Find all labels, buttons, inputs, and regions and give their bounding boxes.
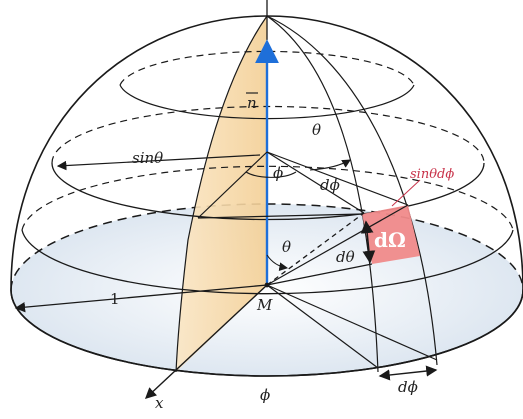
dtheta-arrow — [360, 220, 376, 264]
solid-angle-patch — [362, 205, 420, 264]
base-ellipse-front — [10, 289, 523, 377]
meridian-2 — [266, 15, 438, 366]
latitude-center-line — [266, 151, 365, 214]
label-dphi-top: dϕ — [320, 176, 340, 194]
label-phi-bottom: ϕ — [260, 386, 270, 404]
label-phi-small: ϕ — [273, 164, 283, 182]
sin-theta-radius — [56, 154, 261, 171]
radius-to-base-1 — [266, 284, 379, 369]
dphi-arc-top — [309, 159, 351, 171]
radius-to-patch-3 — [266, 263, 373, 286]
sin-theta-dphi-leader — [391, 179, 421, 207]
dphi-bottom-arrow — [378, 365, 438, 381]
label-d-omega: dΩ — [374, 228, 406, 252]
radius-to-patch-2 — [266, 204, 409, 286]
meridian-left-edge — [175, 15, 268, 373]
label-dtheta: dθ — [336, 248, 355, 266]
label-one: 1 — [110, 290, 120, 308]
radius-one — [14, 284, 268, 313]
label-dphi-bottom: dϕ — [398, 378, 418, 396]
label-theta-top: θ — [312, 121, 321, 139]
theta-arc-mid — [266, 254, 289, 272]
center-point-m — [264, 282, 270, 288]
meridian-plane — [176, 16, 267, 372]
phi-arc-top — [245, 171, 297, 178]
label-m: M — [256, 296, 273, 314]
x-axis — [144, 284, 268, 399]
meridian-1 — [266, 15, 379, 373]
label-theta-mid: θ — [282, 238, 291, 256]
latitude-circle-2-front — [21, 229, 514, 295]
label-sin-theta: sinθ — [132, 149, 163, 167]
latitude-plane-line — [197, 151, 268, 219]
radius-to-patch — [266, 212, 365, 286]
radius-to-base-2 — [266, 284, 438, 361]
latitude-ray — [266, 151, 409, 206]
latitude-plane-line-2 — [197, 213, 363, 219]
upper-circle-back — [119, 50, 415, 86]
label-x: x — [155, 394, 164, 412]
label-sin-theta-dphi: sinθdϕ — [410, 167, 454, 182]
label-n: n — [247, 94, 257, 112]
